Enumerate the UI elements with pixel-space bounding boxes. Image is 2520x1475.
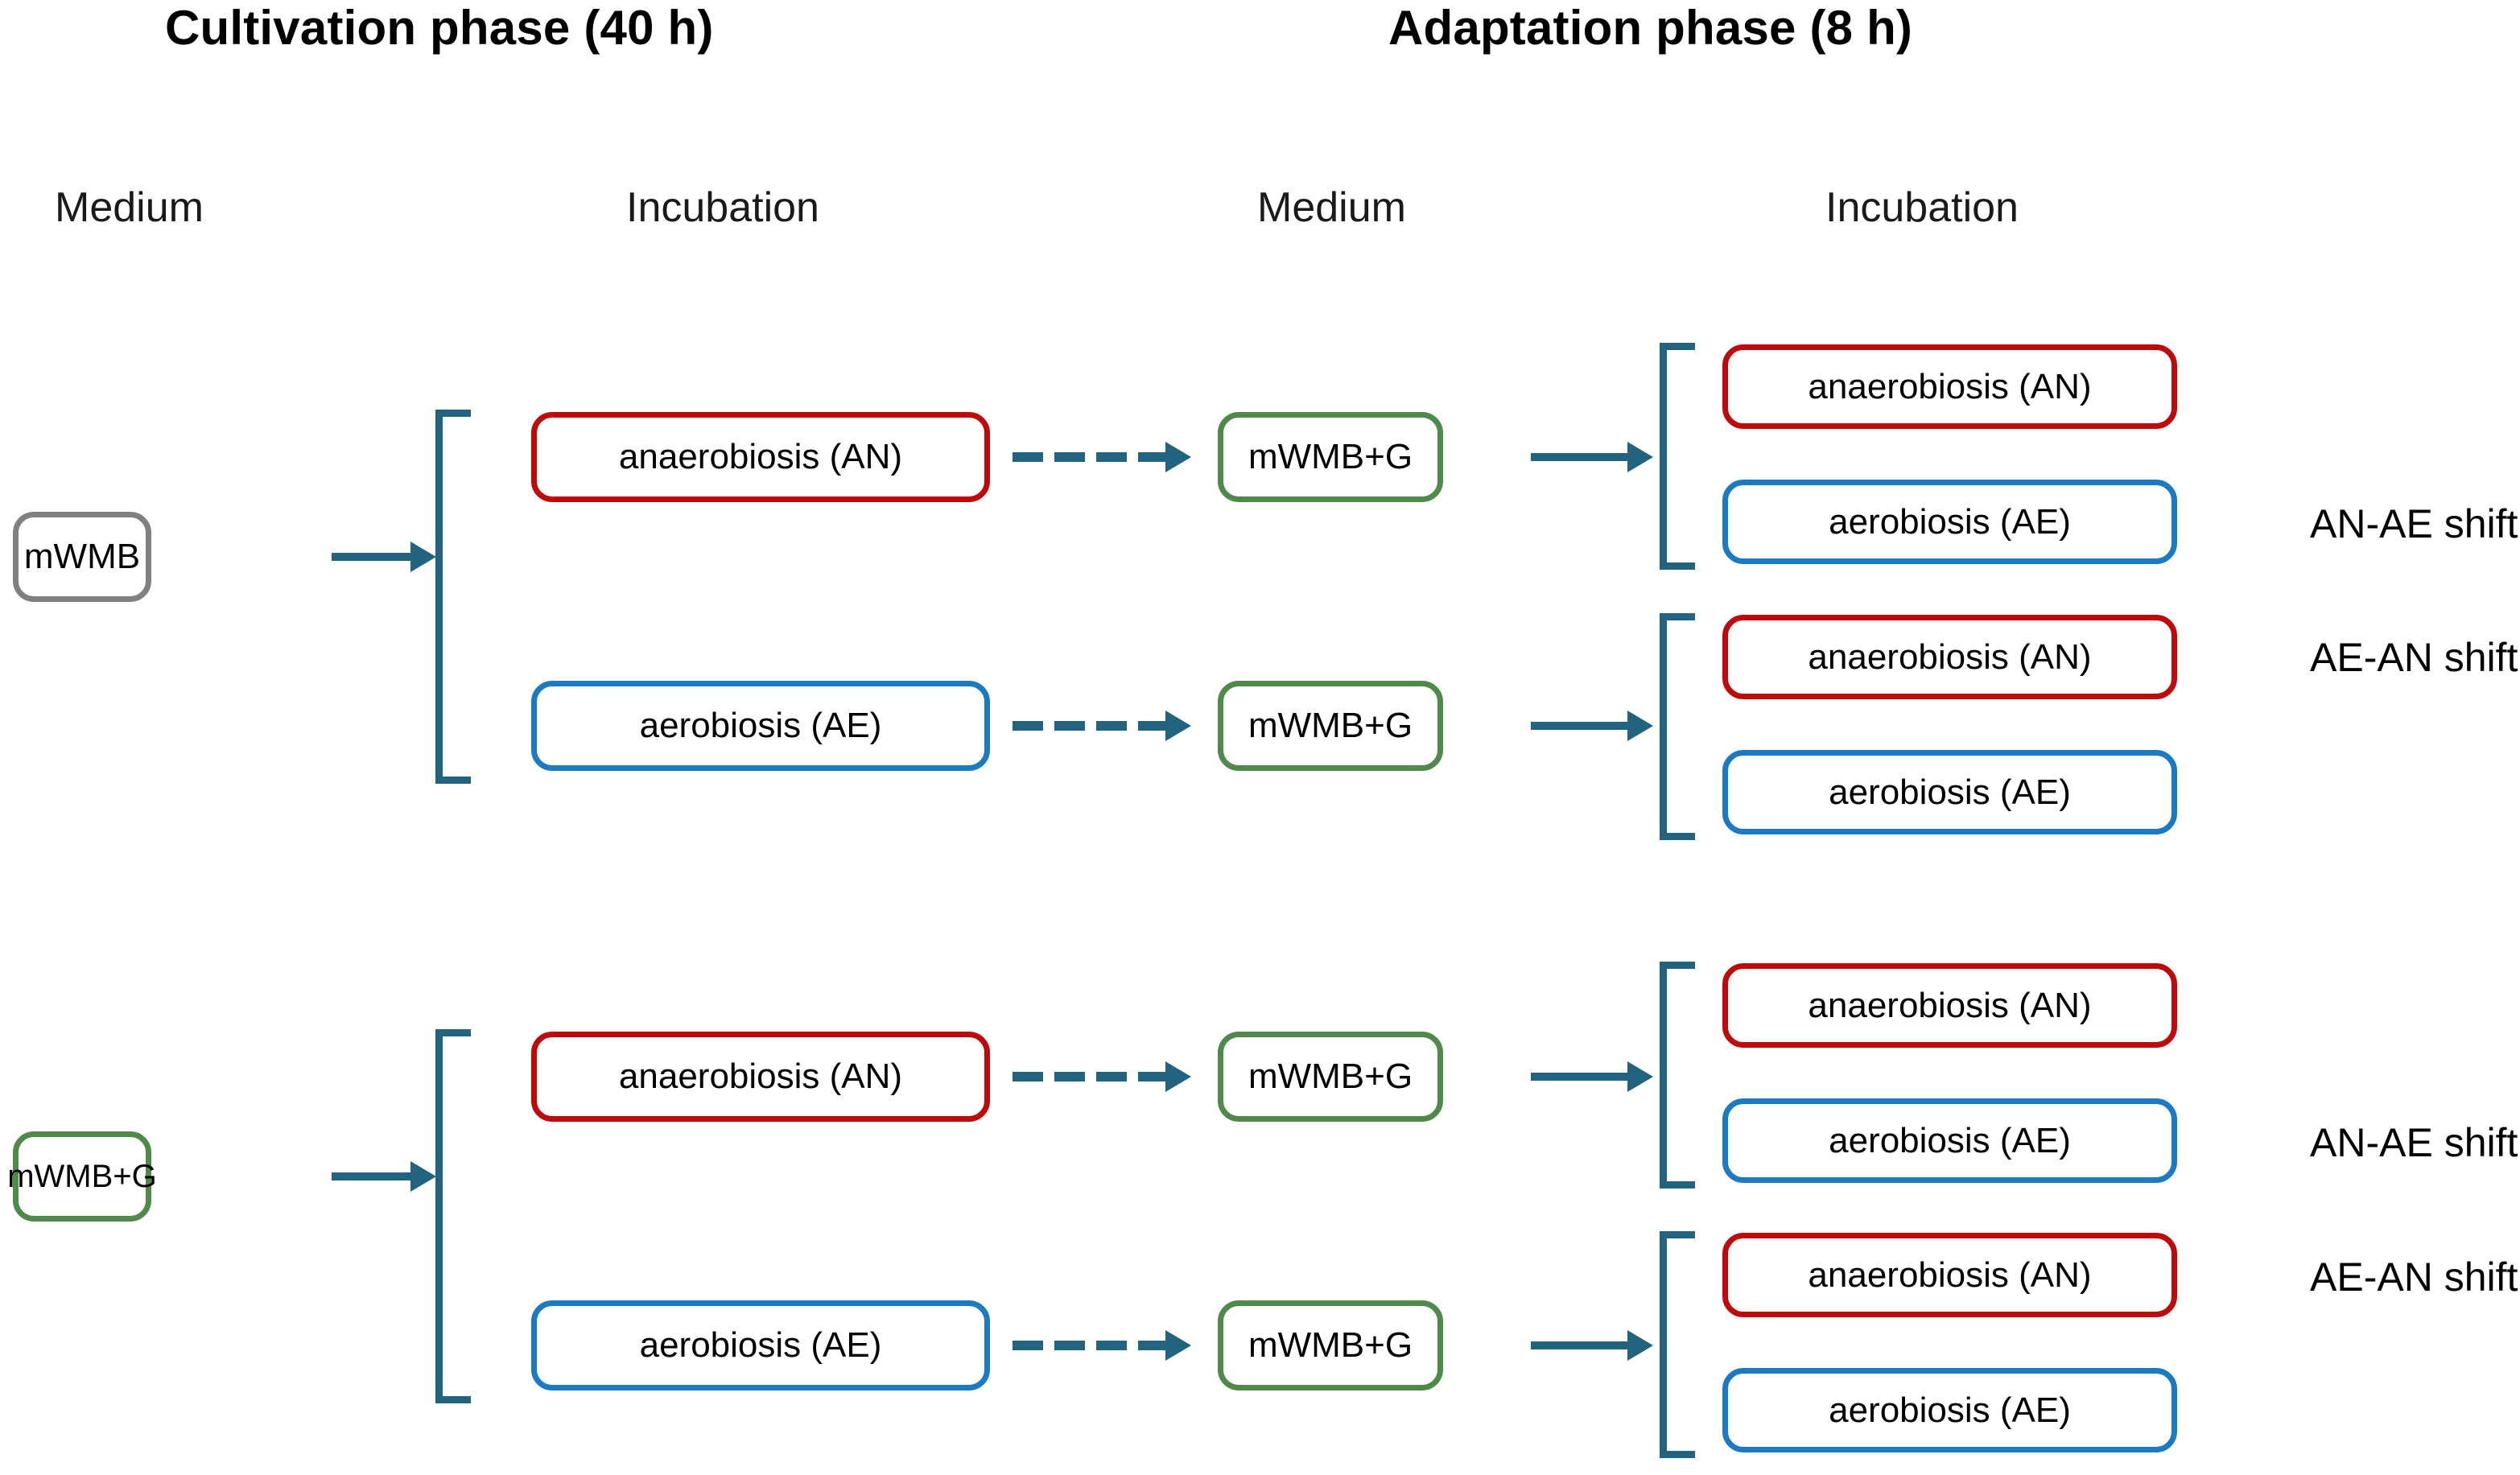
column-header-adaptation-medium: Medium: [1257, 184, 1406, 231]
adaptation-bracket-1: [1660, 343, 1695, 570]
adaptation-bracket-3: [1660, 962, 1695, 1189]
cultivation-bracket-mwmbg: [435, 1029, 471, 1403]
adaptation-incubation-label: aerobiosis (AE): [1829, 772, 2071, 812]
cultivation-incubation-label: aerobiosis (AE): [639, 1325, 882, 1365]
cultivation-bracket-mwmb: [435, 410, 471, 784]
adaptation-incubation-box-aerobiosis-2[interactable]: aerobiosis (AE): [1722, 750, 2177, 834]
cultivation-incubation-label: anaerobiosis (AN): [618, 437, 903, 476]
shift-label-an-ae-1: AN-AE shift: [2310, 501, 2518, 546]
adaptation-medium-box-4[interactable]: mWMB+G: [1218, 1300, 1443, 1391]
adaptation-incubation-label: aerobiosis (AE): [1829, 1120, 2071, 1160]
cultivation-incubation-box-anaerobiosis-2[interactable]: anaerobiosis (AN): [531, 1032, 990, 1122]
adaptation-bracket-4: [1660, 1231, 1695, 1458]
adaptation-medium-label: mWMB+G: [1248, 1325, 1413, 1365]
adaptation-incubation-box-anaerobiosis-3[interactable]: anaerobiosis (AN): [1722, 963, 2177, 1048]
shift-label-ae-an-2: AE-AN shift: [2310, 1255, 2518, 1300]
column-header-cultivation-medium: Medium: [55, 184, 204, 231]
adaptation-incubation-box-anaerobiosis-2[interactable]: anaerobiosis (AN): [1722, 615, 2177, 699]
adaptation-medium-label: mWMB+G: [1248, 706, 1413, 745]
cultivation-medium-box-mwmbg[interactable]: mWMB+G: [7, 1131, 157, 1222]
adaptation-medium-label: mWMB+G: [1248, 437, 1413, 476]
cultivation-incubation-label: anaerobiosis (AN): [618, 1057, 903, 1096]
adaptation-incubation-box-aerobiosis-4[interactable]: aerobiosis (AE): [1722, 1368, 2177, 1452]
adaptation-incubation-box-anaerobiosis-4[interactable]: anaerobiosis (AN): [1722, 1233, 2177, 1317]
adaptation-incubation-label: anaerobiosis (AN): [1808, 366, 2092, 406]
shift-label-ae-an-1: AE-AN shift: [2310, 635, 2518, 680]
adaptation-bracket-2: [1660, 613, 1695, 840]
adaptation-medium-box-3[interactable]: mWMB+G: [1218, 1032, 1443, 1122]
adaptation-incubation-label: anaerobiosis (AN): [1808, 1255, 2092, 1295]
cultivation-medium-label: mWMB: [23, 537, 141, 576]
cultivation-incubation-box-aerobiosis-2[interactable]: aerobiosis (AE): [531, 1300, 990, 1391]
adaptation-incubation-label: anaerobiosis (AN): [1808, 985, 2092, 1025]
cultivation-incubation-box-anaerobiosis-1[interactable]: anaerobiosis (AN): [531, 412, 990, 502]
adaptation-incubation-label: aerobiosis (AE): [1829, 1390, 2071, 1430]
adaptation-incubation-box-aerobiosis-1[interactable]: aerobiosis (AE): [1722, 480, 2177, 564]
cultivation-medium-label: mWMB+G: [7, 1159, 157, 1194]
adaptation-medium-box-2[interactable]: mWMB+G: [1218, 681, 1443, 771]
column-header-adaptation-incubation: Incubation: [1825, 184, 2019, 231]
adaptation-incubation-box-anaerobiosis-1[interactable]: anaerobiosis (AN): [1722, 344, 2177, 429]
adaptation-incubation-label: anaerobiosis (AN): [1808, 637, 2092, 677]
adaptation-incubation-label: aerobiosis (AE): [1829, 501, 2071, 542]
cultivation-medium-box-mwmb[interactable]: mWMB: [13, 512, 151, 602]
cultivation-incubation-label: aerobiosis (AE): [639, 706, 882, 745]
adaptation-medium-label: mWMB+G: [1248, 1057, 1413, 1096]
adaptation-medium-box-1[interactable]: mWMB+G: [1218, 412, 1443, 502]
column-header-cultivation-incubation: Incubation: [626, 184, 819, 231]
adaptation-incubation-box-aerobiosis-3[interactable]: aerobiosis (AE): [1722, 1098, 2177, 1183]
cultivation-phase-title: Cultivation phase (40 h): [165, 1, 714, 55]
shift-label-an-ae-2: AN-AE shift: [2310, 1120, 2518, 1165]
cultivation-incubation-box-aerobiosis-1[interactable]: aerobiosis (AE): [531, 681, 990, 771]
adaptation-phase-title: Adaptation phase (8 h): [1388, 1, 1913, 55]
